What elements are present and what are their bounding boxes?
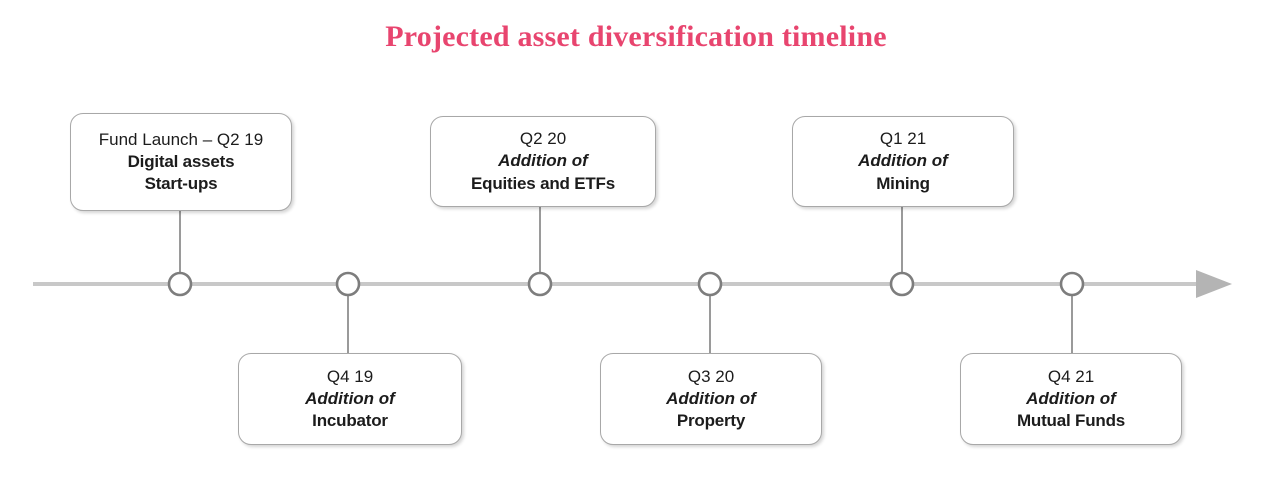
milestone-subject: Mining xyxy=(876,173,930,193)
milestone-card-1[interactable]: Fund Launch – Q2 19 Digital assets Start… xyxy=(70,113,292,211)
milestone-action: Addition of xyxy=(1026,388,1116,408)
milestone-card-4[interactable]: Q3 20 Addition of Property xyxy=(600,353,822,445)
milestone-period: Q4 19 xyxy=(326,366,374,386)
milestone-action: Addition of xyxy=(858,151,948,171)
milestone-action: Addition of xyxy=(666,388,756,408)
milestone-period: Q3 20 xyxy=(687,366,735,386)
milestone-subject: Incubator xyxy=(312,411,388,431)
milestone-action: Addition of xyxy=(305,388,395,408)
milestone-card-5[interactable]: Q1 21 Addition of Mining xyxy=(792,116,1014,207)
milestone-subject: Digital assets xyxy=(127,151,235,171)
timeline-node-5[interactable] xyxy=(889,271,915,297)
milestone-card-6[interactable]: Q4 21 Addition of Mutual Funds xyxy=(960,353,1182,445)
timeline-node-1[interactable] xyxy=(167,271,193,297)
milestone-subject-secondary: Start-ups xyxy=(144,174,218,194)
timeline-node-4[interactable] xyxy=(697,271,723,297)
page-title: Projected asset diversification timeline xyxy=(385,20,887,53)
timeline-node-6[interactable] xyxy=(1059,271,1085,297)
milestone-card-3[interactable]: Q2 20 Addition of Equities and ETFs xyxy=(430,116,656,207)
milestone-subject: Property xyxy=(676,411,746,431)
milestone-period: Q4 21 xyxy=(1047,366,1095,386)
milestone-subject: Mutual Funds xyxy=(1016,411,1126,431)
arrow-right-icon xyxy=(1196,270,1232,298)
milestone-action: Addition of xyxy=(498,151,588,171)
timeline-node-2[interactable] xyxy=(335,271,361,297)
timeline-node-3[interactable] xyxy=(527,271,553,297)
milestone-period: Fund Launch – Q2 19 xyxy=(98,129,264,149)
milestone-subject: Equities and ETFs xyxy=(471,173,615,193)
milestone-period: Q2 20 xyxy=(519,129,567,149)
milestone-period: Q1 21 xyxy=(879,129,927,149)
milestone-card-2[interactable]: Q4 19 Addition of Incubator xyxy=(238,353,462,445)
